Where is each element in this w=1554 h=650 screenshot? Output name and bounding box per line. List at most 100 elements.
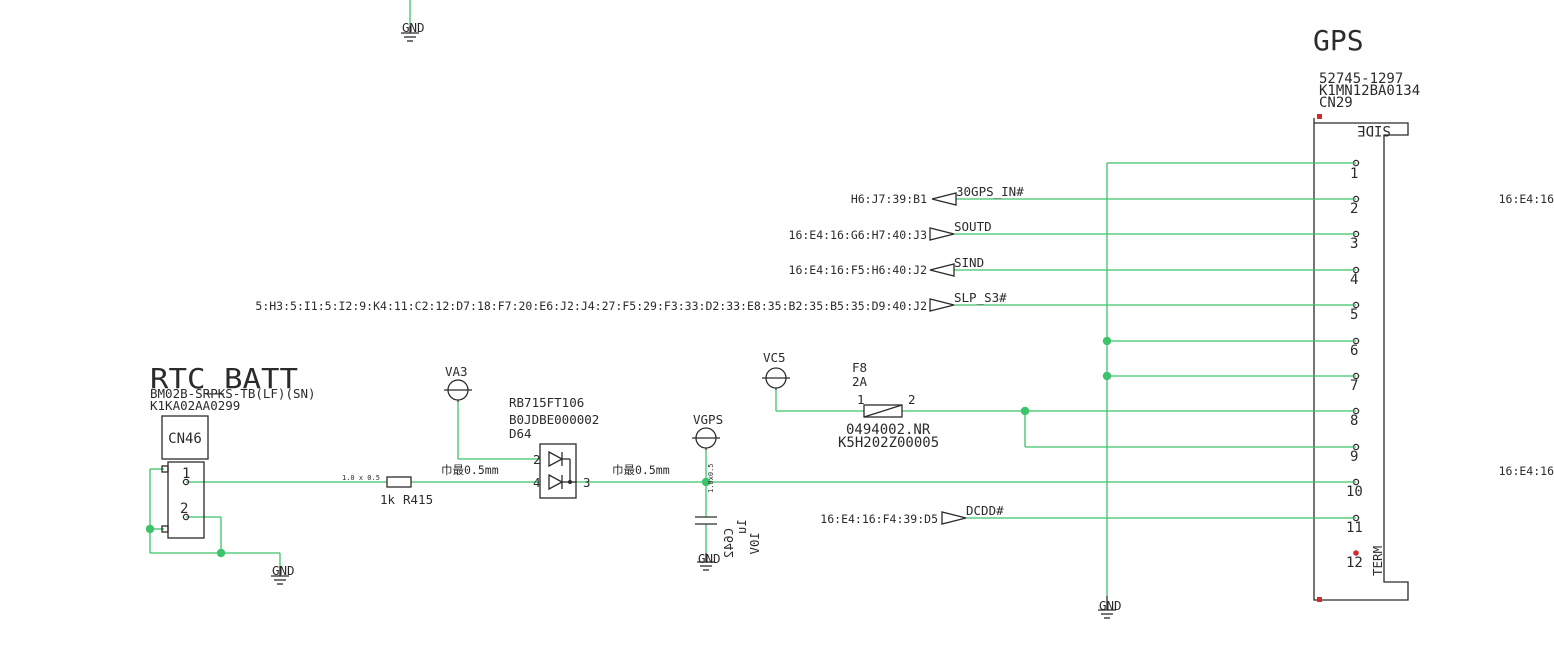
diode-ref: D64: [509, 426, 532, 441]
net-name-gps-in: 30GPS_IN#: [956, 184, 1024, 199]
junction-dot: [216, 548, 226, 558]
net-ref-dcdd: 16:E4:16:F4:39:D5: [820, 512, 938, 526]
rtc-part: BM02B-SRPKS-TB(LF)(SN): [150, 386, 316, 401]
capacitor-value: 1u: [734, 519, 749, 534]
power-vc5: VC5: [762, 350, 790, 390]
capacitor-voltage: 10V: [747, 532, 762, 555]
fuse-f8: F8 2A 1 2 0494002.NR K5H202Z00005: [838, 360, 939, 451]
rtc-tab-bottom: [161, 525, 169, 533]
edge-net-ref-2: 16:E4:16: [1499, 464, 1554, 478]
diode-pin-4: 4: [533, 475, 541, 490]
rtc-pin-circle-1: [182, 478, 190, 486]
connector-body: [1313, 118, 1409, 601]
capacitor-ref: C642: [721, 528, 736, 558]
fuse-pin-1: 1: [857, 392, 865, 407]
resistor-r415: 1.0 x 0.5 1k R415: [342, 474, 433, 507]
junction-dot: [1102, 371, 1112, 381]
rtc-pin-2: 2: [180, 501, 188, 517]
junction-dot: [1102, 336, 1112, 346]
diode-triangle-icon: [548, 473, 564, 491]
gnd-symbol-top: GND: [401, 0, 425, 42]
gps-connector: GPS 52745-1297 K1MN12BA0134 CN29 SIDE TE…: [1313, 24, 1420, 602]
port-arrow-right-icon: [929, 298, 955, 312]
port-arrow-left-icon: [929, 263, 955, 277]
pin-number-4: 4: [1350, 272, 1358, 288]
resistor-body: [386, 476, 412, 488]
junctions: [145, 336, 1112, 558]
va3-label: VA3: [445, 364, 468, 379]
net-ref-slp-s3: 5:H3:5:I1:5:I2:9:K4:11:C2:12:D7:18:F7:20…: [255, 299, 927, 313]
rtc-code: K1KA02AA0299: [150, 398, 240, 413]
pin-number-2: 2: [1350, 201, 1358, 217]
vc5-label: VC5: [763, 350, 786, 365]
gnd-label-bus: GND: [1099, 598, 1122, 613]
rtc-battery-connector: RTC_BATT BM02B-SRPKS-TB(LF)(SN) K1KA02AA…: [150, 362, 316, 539]
rtc-ref: CN46: [168, 431, 202, 447]
resistor-size: 1.0 x 0.5: [342, 474, 380, 482]
net-name-dcdd: DCDD#: [966, 503, 1004, 518]
fuse-ref: F8: [852, 360, 867, 375]
rtc-tab-top: [161, 465, 169, 473]
connector-ref: CN29: [1319, 95, 1353, 111]
junction-dot: [701, 477, 711, 487]
term-label: TERM: [1370, 546, 1385, 576]
diode-triangle-icon: [548, 450, 564, 468]
net-ref-sind: 16:E4:16:F5:H6:40:J2: [789, 263, 927, 277]
pin-number-8: 8: [1350, 413, 1358, 429]
port-dcdd: DCDD# 16:E4:16:F4:39:D5: [820, 503, 1004, 526]
junction-dot: [1020, 406, 1030, 416]
pin-number-3: 3: [1350, 236, 1358, 252]
rtc-pin-circle-2: [182, 513, 190, 521]
connector-pins: 1 2 3 4 5 6 7 8 9 10 11 12: [1346, 159, 1363, 571]
gnd-symbol-rtc: GND: [271, 563, 295, 585]
port-arrow-left-icon: [931, 192, 957, 206]
net-ref-soutd: 16:E4:16:G6:H7:40:J3: [789, 228, 928, 242]
fuse-rating: 2A: [852, 374, 868, 389]
rtc-title: RTC_BATT: [150, 362, 298, 396]
resistor-value: 1k: [380, 492, 396, 507]
connector-code: K1MN12BA0134: [1319, 83, 1420, 99]
diode-part: RB715FT106: [509, 395, 584, 410]
gnd-label-cap: GND: [698, 551, 721, 566]
port-sind: SIND 16:E4:16:F5:H6:40:J2: [789, 255, 985, 277]
edge-net-ref-1: 16:E4:16: [1499, 192, 1554, 206]
rtc-body: [167, 461, 205, 539]
resistor-ref: R415: [403, 492, 433, 507]
diode-pin-2: 2: [533, 452, 541, 467]
pin-circle-12: [1353, 550, 1359, 556]
port-soutd: SOUTD 16:E4:16:G6:H7:40:J3: [789, 219, 992, 242]
diode-pin-3: 3: [583, 475, 591, 490]
pin-number-7: 7: [1350, 378, 1358, 394]
capacitor-c642: 1.0x0.5 C642 1u 10V: [695, 463, 762, 558]
net-name-soutd: SOUTD: [954, 219, 992, 234]
net-name-sind: SIND: [954, 255, 984, 270]
pin-marker-top: [1317, 114, 1322, 119]
gnd-symbol-bus: GND: [1098, 596, 1122, 619]
power-va3: VA3: [444, 364, 472, 402]
net-name-slp-s3: SLP_S3#: [954, 290, 1007, 305]
pin-number-6: 6: [1350, 343, 1358, 359]
gnd-label-rtc: GND: [272, 563, 295, 578]
rtc-ref-box: [161, 415, 209, 460]
pin-number-1: 1: [1350, 166, 1358, 182]
side-label: SIDE: [1357, 122, 1391, 138]
junction-dot: [145, 524, 155, 534]
pin-number-10: 10: [1346, 484, 1363, 500]
pin-marker-bottom: [1317, 597, 1322, 602]
pin-number-11: 11: [1346, 520, 1363, 536]
vgps-label: VGPS: [693, 412, 723, 427]
diode-d64: RB715FT106 B0JDBE000002 D64 2 4 3: [509, 395, 599, 499]
port-gps-in: 30GPS_IN# H6:J7:39:B1: [851, 184, 1024, 206]
port-arrow-right-icon: [941, 511, 967, 525]
fuse-part: 0494002.NR: [846, 422, 931, 438]
power-vgps: VGPS: [692, 412, 723, 450]
gps-title: GPS: [1313, 24, 1364, 57]
gnd-label-top: GND: [402, 20, 425, 35]
port-arrow-right-icon: [929, 227, 955, 241]
fuse-code: K5H202Z00005: [838, 435, 939, 451]
diode-body: [539, 443, 577, 499]
fuse-pin-2: 2: [908, 392, 916, 407]
port-slp-s3: SLP_S3# 5:H3:5:I1:5:I2:9:K4:11:C2:12:D7:…: [255, 290, 1007, 313]
connector-part: 52745-1297: [1319, 71, 1403, 87]
